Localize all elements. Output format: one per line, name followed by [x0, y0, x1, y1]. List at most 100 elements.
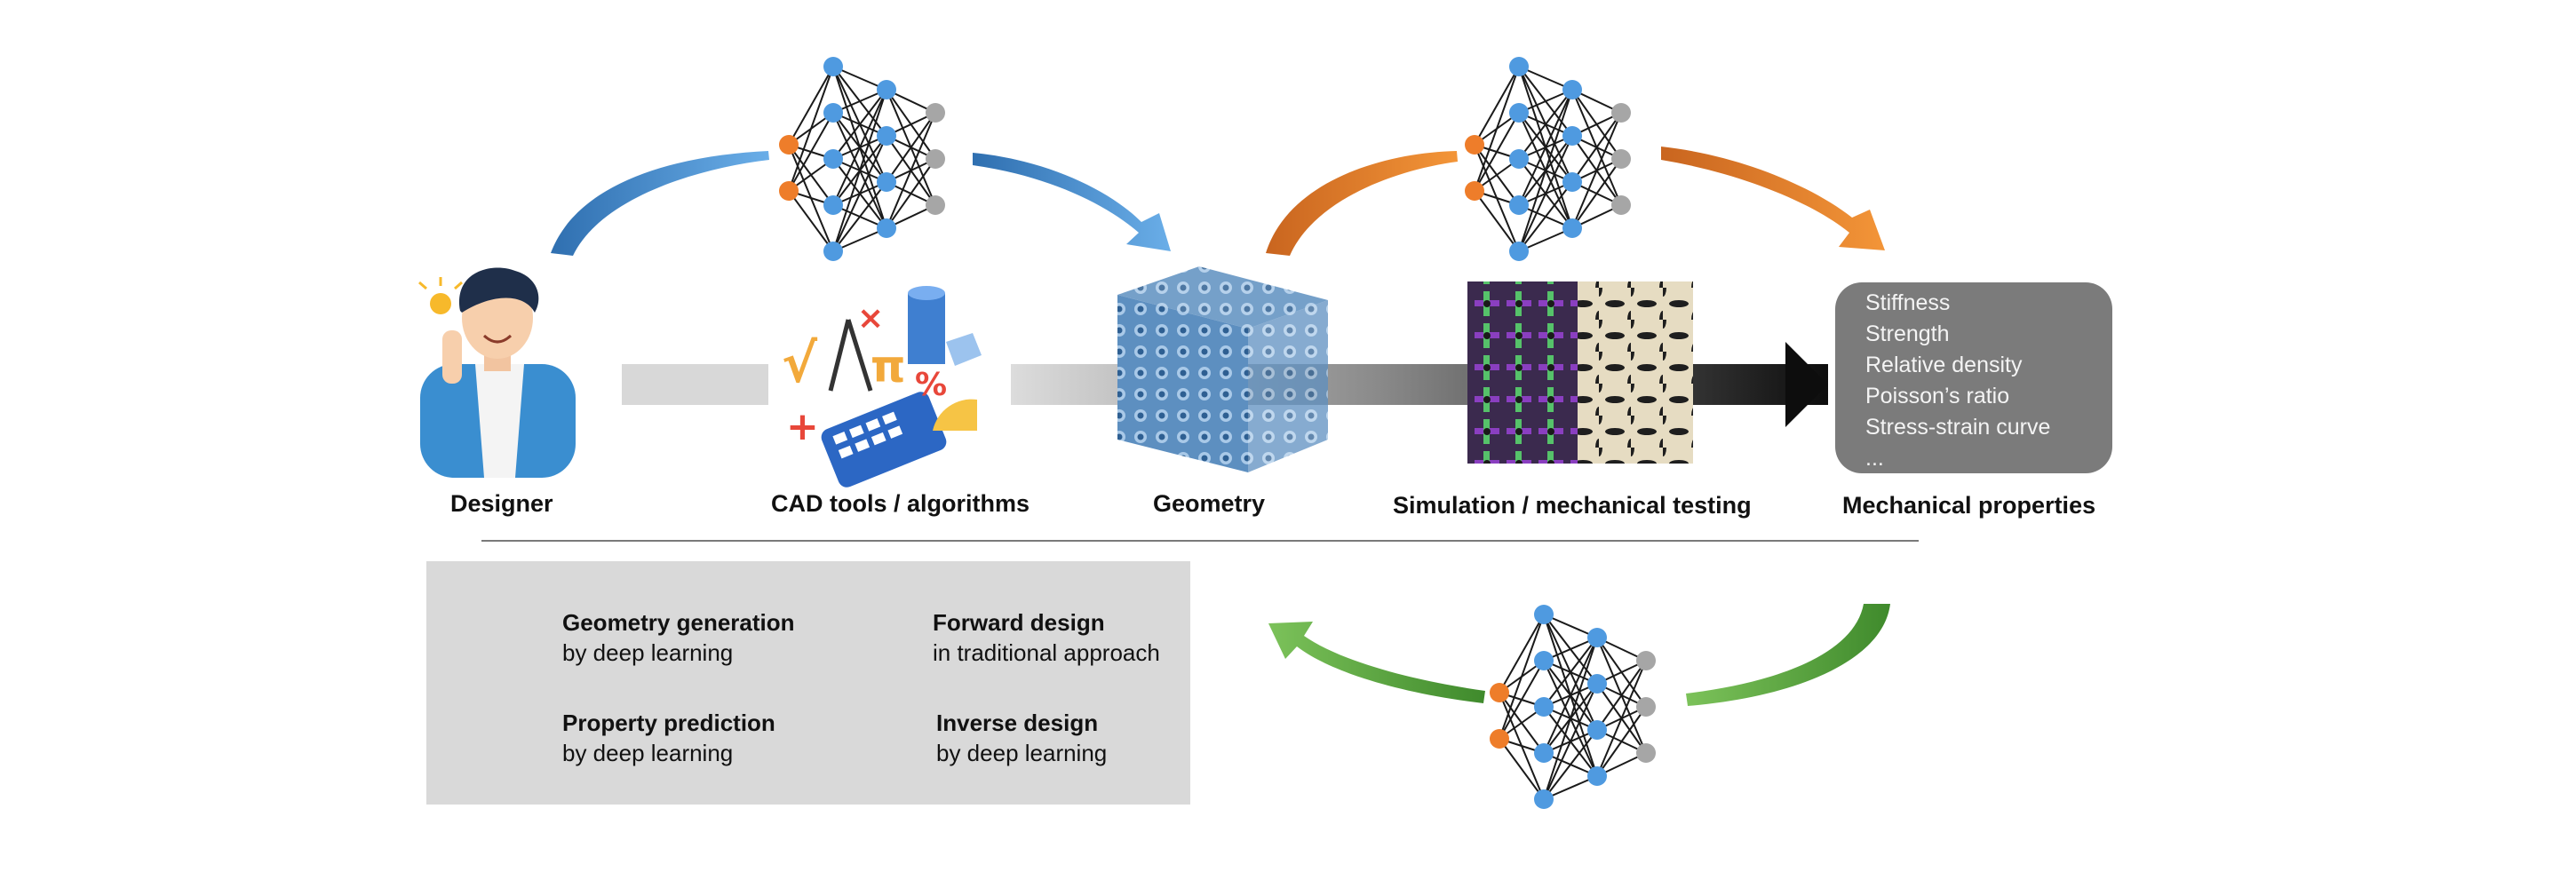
cad-tools-illustration: √ π % × +	[782, 286, 982, 488]
network-neuron	[1611, 149, 1631, 169]
neural-network-icon-geometry-generation	[779, 57, 945, 261]
network-neuron	[823, 57, 843, 76]
network-neuron	[1509, 149, 1529, 169]
network-neuron	[1534, 743, 1554, 763]
network-neuron	[1562, 126, 1582, 146]
geometry-lattice-cube	[1117, 266, 1328, 472]
network-connection	[1518, 89, 1573, 252]
network-neuron	[877, 80, 896, 99]
simulation-result-image	[1467, 281, 1578, 464]
network-connection	[1543, 637, 1598, 708]
lattice-cube-right	[1248, 300, 1328, 472]
network-neuron	[823, 195, 843, 215]
network-neuron	[1587, 628, 1607, 647]
network-neuron	[1611, 103, 1631, 123]
lattice-cube-left	[1117, 295, 1248, 472]
legend-forward-design: Forward design in traditional approach	[933, 607, 1160, 668]
network-neuron	[877, 218, 896, 238]
network-neuron	[1534, 789, 1554, 809]
network-connection	[1543, 637, 1598, 754]
mechanical-properties-box: Stiffness Strength Relative density Pois…	[1835, 282, 2112, 473]
legend-subtitle: by deep learning	[562, 639, 734, 666]
network-neuron	[1465, 181, 1484, 201]
inverse-design-arrow-left	[1268, 622, 1485, 703]
network-connection	[1518, 89, 1573, 160]
network-neuron	[1534, 605, 1554, 624]
sqrt-symbol-icon: √	[782, 333, 818, 395]
designer-smile	[482, 334, 513, 344]
legend-title: Forward design	[933, 609, 1105, 636]
network-connection	[832, 89, 887, 206]
network-neuron	[1587, 766, 1607, 786]
neural-network-icon-inverse-design	[1490, 605, 1656, 809]
step-label-designer: Designer	[450, 490, 553, 517]
property-item: Strength	[1865, 321, 1950, 346]
property-item: Stiffness	[1865, 290, 1951, 315]
network-connection	[1474, 66, 1520, 192]
designer-hair	[459, 267, 539, 313]
legend-inverse-design: Inverse design by deep learning	[936, 708, 1107, 768]
network-neuron	[1509, 195, 1529, 215]
network-connection	[1518, 181, 1573, 252]
network-connection	[788, 66, 834, 192]
step-label-cad-tools: CAD tools / algorithms	[771, 490, 1030, 517]
network-connection	[1596, 660, 1647, 777]
network-neuron	[1534, 697, 1554, 717]
property-item: Relative density	[1865, 353, 2023, 377]
network-neuron	[1509, 103, 1529, 123]
legend-title: Inverse design	[936, 710, 1099, 736]
property-prediction-arrow-right	[1661, 147, 1885, 250]
step-label-geometry: Geometry	[1153, 490, 1266, 517]
network-neuron	[1562, 172, 1582, 192]
step-label-simulation: Simulation / mechanical testing	[1393, 492, 1752, 519]
geometry-generation-arrow-left	[551, 151, 769, 256]
designer-raised-hand	[442, 330, 462, 384]
neural-network-icon-property-prediction	[1465, 57, 1631, 261]
compass-icon	[828, 319, 873, 392]
network-connection	[832, 89, 887, 252]
mechanical-test-image	[1578, 281, 1693, 464]
lightbulb-rays	[418, 277, 463, 290]
forward-flow-bar-1	[622, 364, 768, 405]
network-connection	[1571, 112, 1622, 229]
network-connection	[1596, 706, 1647, 777]
cylinder-icon	[908, 293, 945, 364]
network-neuron	[1562, 218, 1582, 238]
pi-symbol-icon: π	[871, 341, 906, 392]
network-connection	[832, 181, 887, 252]
network-neuron	[779, 181, 799, 201]
network-neuron	[1490, 683, 1509, 702]
designer-shirt	[475, 364, 524, 478]
network-neuron	[1587, 720, 1607, 740]
network-connection	[886, 112, 936, 183]
network-connection	[1499, 614, 1545, 694]
forward-flow-arrowhead	[1785, 342, 1828, 427]
network-neuron	[1611, 195, 1631, 215]
network-neuron	[926, 195, 945, 215]
network-connection	[1543, 729, 1598, 800]
plus-symbol-icon: +	[786, 404, 819, 449]
legend-subtitle: by deep learning	[562, 740, 734, 766]
network-neuron	[926, 103, 945, 123]
simulation-testing-image	[1467, 281, 1693, 464]
legend-subtitle: by deep learning	[936, 740, 1108, 766]
network-neuron	[779, 135, 799, 155]
property-item: ...	[1865, 446, 1884, 471]
legend-title: Geometry generation	[562, 609, 795, 636]
network-connection	[788, 66, 834, 146]
network-connection	[1518, 89, 1573, 206]
legend-property-prediction: Property prediction by deep learning	[562, 708, 775, 768]
network-neuron	[1636, 697, 1656, 717]
network-connection	[886, 158, 936, 229]
network-neuron	[877, 172, 896, 192]
percent-symbol-icon: %	[915, 367, 947, 403]
designer-illustration	[418, 267, 576, 478]
network-connection	[788, 190, 834, 252]
legend-box	[426, 561, 1190, 805]
network-neuron	[1509, 242, 1529, 261]
network-connection	[832, 135, 887, 252]
network-connection	[1474, 190, 1520, 252]
network-neuron	[823, 242, 843, 261]
network-neuron	[1636, 743, 1656, 763]
